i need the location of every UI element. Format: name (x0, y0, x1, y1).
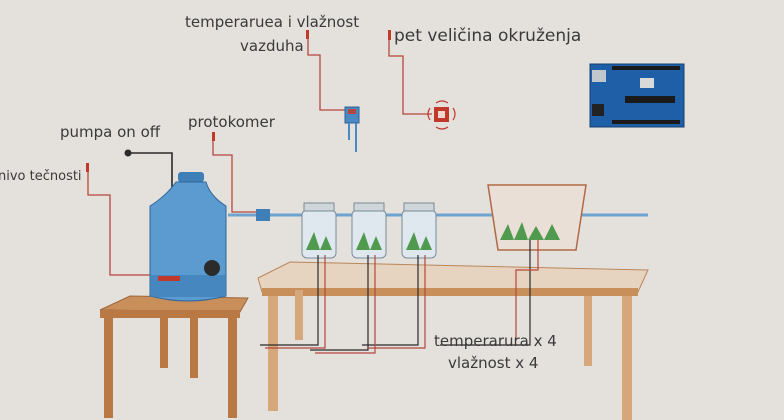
table (257, 261, 649, 420)
soil-sensor-wires (260, 240, 539, 354)
air-temperature-humidity-sensor (344, 106, 360, 152)
wire-tip (212, 132, 215, 141)
arduino-board (589, 63, 685, 128)
plant-jar (401, 202, 437, 259)
stool (99, 295, 249, 418)
label-air-temp-humidity: temperaruea i vlažnost (185, 13, 360, 31)
env-sensor-wire (388, 34, 432, 115)
flow-meter (256, 209, 270, 221)
pump-wire-end (124, 149, 132, 157)
plant-jar (351, 202, 387, 259)
plant-bowl (487, 184, 587, 251)
water-bottle (149, 172, 227, 302)
environment-sensor-icon (427, 100, 456, 130)
label-air-temp-humidity-cont: vazduha (240, 37, 304, 55)
plant-jar (301, 202, 337, 259)
level-sensor-wire (87, 166, 170, 276)
wire-tip (86, 163, 89, 172)
label-five-env-values: pet veličina okruženja (394, 26, 582, 46)
label-pump: pumpa on off (60, 123, 161, 141)
label-soil-temp: temperarura x 4 (434, 332, 557, 350)
plant-jars (301, 202, 437, 259)
flow-meter-wire (212, 135, 262, 213)
label-liquid-level: nivo tečnosti (0, 169, 82, 184)
wire-tip (306, 30, 309, 39)
label-flow-meter: protokomer (188, 113, 275, 131)
label-soil-humidity: vlažnost x 4 (448, 354, 539, 372)
wire-tip (388, 30, 391, 40)
air-sensor-wire (307, 32, 347, 111)
